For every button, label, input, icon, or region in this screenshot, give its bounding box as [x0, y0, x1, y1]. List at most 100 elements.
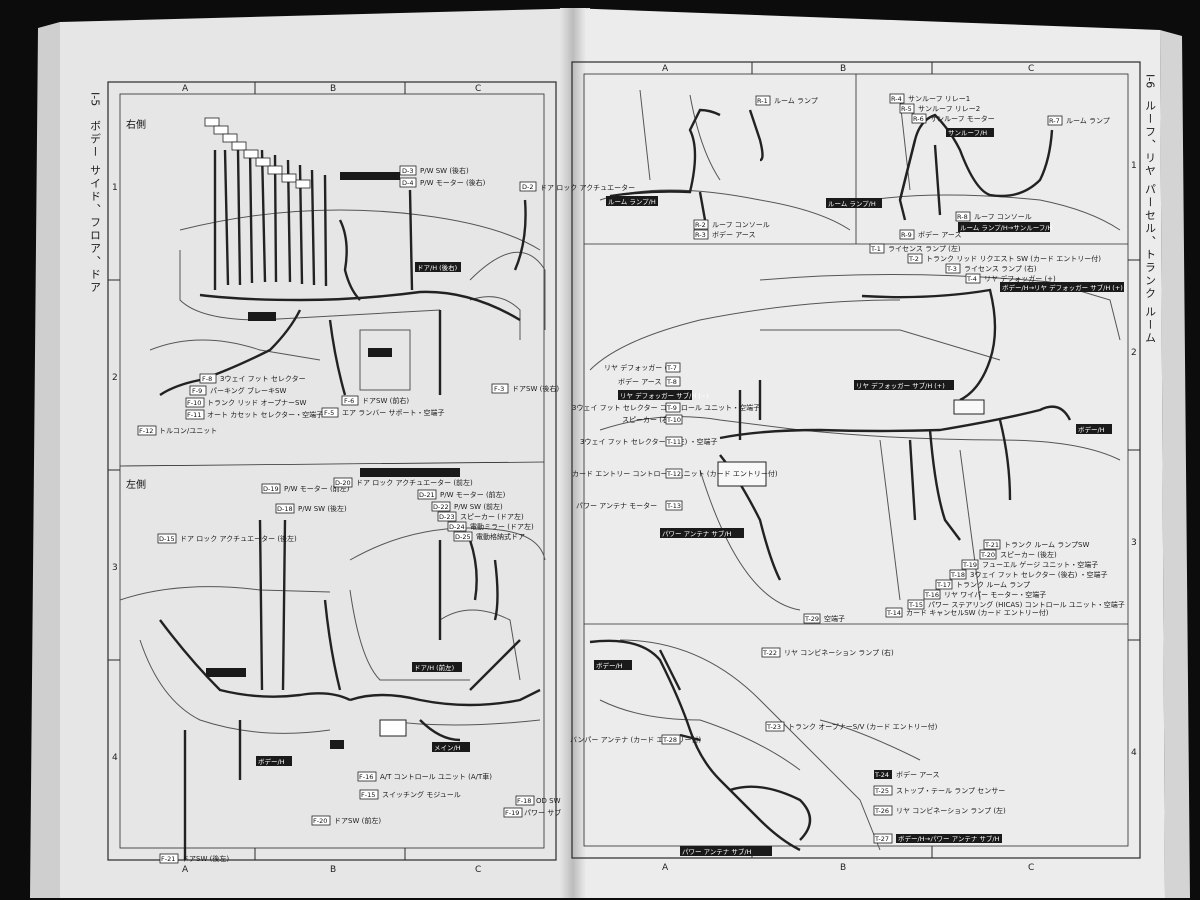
left-col-b-top: B [330, 84, 336, 94]
svg-text:F-5: F-5 [324, 409, 334, 417]
label-f20: F-20 ドアSW (前左) [311, 815, 381, 826]
label-t11: 3ウェイ フット セレクター (後左) ・空端子 T-11 [580, 436, 718, 447]
label-t8: ボデー アース T-8 [618, 376, 681, 387]
svg-text:リヤ デフォッガー (−): リヤ デフォッガー (−) [604, 363, 676, 372]
rear-drawing [589, 639, 921, 852]
svg-text:T-28: T-28 [662, 736, 677, 744]
right-grid-labels: A B C A B C 1 2 3 4 [662, 64, 1137, 873]
left-col-a-top: A [182, 84, 189, 94]
right-col-a-bottom: A [662, 863, 669, 873]
left-grid-labels: A B C A B C 1 2 3 4 [112, 84, 481, 875]
svg-text:OD SW: OD SW [536, 797, 561, 805]
left-col-c-bottom: C [475, 865, 481, 875]
left-row-1: 1 [112, 183, 118, 193]
label-r1: R-1 ルーム ランプ [755, 95, 818, 106]
svg-text:サンルーフ/H: サンルーフ/H [948, 129, 987, 137]
svg-text:ルーフ コンソール: ルーフ コンソール [974, 213, 1032, 221]
label-r8: R-8 ルーフ コンソール [955, 211, 1032, 222]
svg-text:ルーム ランプ/H: ルーム ランプ/H [608, 198, 656, 206]
trunk-drawing [589, 273, 1121, 611]
rear-labels: T-22 リヤ コンビネーション ランプ (右) T-23 トランク オープナー… [570, 647, 1006, 844]
svg-text:オート カセット セレクター・空端子: オート カセット セレクター・空端子 [207, 410, 323, 419]
roof-drawing-left [599, 89, 851, 231]
svg-text:リヤ デフォッガー サブ/H (+): リヤ デフォッガー サブ/H (+) [856, 381, 945, 390]
svg-text:R-1: R-1 [757, 97, 768, 105]
svg-text:サンルーフ リレー2: サンルーフ リレー2 [918, 105, 980, 113]
svg-text:T-26: T-26 [874, 807, 889, 815]
label-r5: R-5 サンルーフ リレー2 [899, 103, 980, 114]
label-t29: T-29 空端子 [803, 613, 845, 624]
label-t22: T-22 リヤ コンビネーション ランプ (右) [761, 647, 894, 658]
right-page-side-title: ルーフ、リヤ パーセル、トランク ルーム [1144, 100, 1157, 345]
svg-text:T-25: T-25 [874, 787, 889, 795]
label-t13: パワー アンテナ モーター T-13 [576, 500, 683, 511]
label-d23: D-23 スピーカー (ドア左) [437, 511, 524, 522]
section-right-side: 右側 [126, 118, 146, 131]
svg-text:D-4: D-4 [402, 179, 414, 187]
label-d2: D-2 ドア ロック アクチュエーター [519, 181, 635, 192]
left-col-c-top: C [475, 84, 481, 94]
label-t9: 3ウェイ フット セレクター コントロール ユニット・空端子 T-9 [572, 402, 760, 413]
right-page-code: I-6 [1144, 74, 1157, 88]
label-t3: T-3 ライセンス ランプ (右) [945, 263, 1037, 274]
svg-text:F-19: F-19 [505, 809, 519, 817]
svg-text:T-13: T-13 [666, 502, 681, 510]
svg-text:T-27: T-27 [874, 835, 889, 843]
right-side-tags: ドア/H (後右) [248, 262, 461, 357]
svg-text:D-2: D-2 [522, 183, 534, 191]
svg-text:T-22: T-22 [762, 649, 777, 657]
label-f8: F-8 3ウェイ フット セレクター [199, 373, 306, 384]
svg-text:ルーフ コンソール: ルーフ コンソール [712, 221, 770, 229]
svg-text:R-4: R-4 [891, 95, 902, 103]
svg-text:T-9: T-9 [666, 404, 677, 412]
label-f6: F-6 ドアSW (前右) [341, 395, 409, 406]
svg-text:ドア ロック アクチュエーター: ドア ロック アクチュエーター [540, 183, 635, 192]
label-t15: T-15 パワー ステアリング (HICAS) コントロール ユニット・空端子 [907, 599, 1125, 610]
svg-text:ボデー アース: ボデー アース [896, 770, 939, 779]
svg-text:R-9: R-9 [901, 231, 912, 239]
trunk-tags: ボデー/H→リヤ デフォッガー サブ/H (+) リヤ デフォッガー サブ/H … [618, 282, 1124, 538]
right-col-b-top: B [840, 64, 846, 74]
svg-text:トランク リッド オープナーSW: トランク リッド オープナーSW [207, 399, 306, 407]
label-d15: D-15 ドア ロック アクチュエーター (後左) [157, 533, 297, 544]
svg-text:T-14: T-14 [886, 609, 901, 617]
svg-text:D-24: D-24 [449, 523, 465, 531]
svg-text:リヤ ワイパー モーター・空端子: リヤ ワイパー モーター・空端子 [944, 590, 1046, 599]
right-col-c-top: C [1028, 64, 1034, 74]
svg-text:R-5: R-5 [901, 105, 912, 113]
left-page [60, 8, 590, 898]
svg-text:パワー アンテナ サブ/H: パワー アンテナ サブ/H [662, 529, 732, 538]
label-d22: D-22 P/W SW (前左) [431, 501, 503, 512]
svg-text:R-6: R-6 [913, 115, 924, 123]
svg-text:トルコン/ユニット: トルコン/ユニット [159, 427, 217, 435]
svg-text:ドアSW (前左): ドアSW (前左) [334, 816, 381, 825]
gutter-shadow [560, 8, 586, 898]
label-t1: T-1 ライセンス ランプ (左) [869, 243, 961, 254]
right-col-c-bottom: C [1028, 863, 1034, 873]
svg-text:トランク ルーム ランプSW: トランク ルーム ランプSW [1004, 541, 1089, 549]
svg-text:リヤ デフォッガー サブ/H (−): リヤ デフォッガー サブ/H (−) [620, 391, 709, 400]
roof-labels: R-1 ルーム ランプ R-2 ルーフ コンソール R-3 ボデー アース R-… [693, 93, 1110, 240]
right-side-labels: D-2 ドア ロック アクチュエーター D-3 P/W SW (後右) D-4 … [137, 165, 635, 436]
right-row-3: 3 [1131, 538, 1137, 548]
left-row-3: 3 [112, 563, 118, 573]
roof-drawing-right [869, 99, 1121, 231]
svg-text:ドア/H (前左): ドア/H (前左) [414, 663, 454, 672]
svg-text:T-7: T-7 [666, 364, 677, 372]
left-page-stack [30, 22, 60, 898]
label-f3: F-3 ドアSW (後右) [491, 383, 559, 394]
svg-text:P/W モーター (後右): P/W モーター (後右) [420, 178, 486, 187]
svg-text:D-21: D-21 [419, 491, 435, 499]
label-t18: T-18 3ウェイ フット セレクター (後右) ・空端子 [949, 569, 1108, 580]
svg-text:F-20: F-20 [313, 817, 327, 825]
label-f19: F-19 パワー サブ [503, 807, 561, 818]
svg-text:T-3: T-3 [946, 265, 957, 273]
right-col-a-top: A [662, 64, 669, 74]
svg-text:トランク リッド リクエスト SW (カード エントリー付): トランク リッド リクエスト SW (カード エントリー付) [926, 254, 1101, 263]
svg-text:ドアSW (後右): ドアSW (後右) [512, 384, 559, 393]
svg-text:R-3: R-3 [695, 231, 706, 239]
svg-text:D-3: D-3 [402, 167, 414, 175]
svg-text:パワー アンテナ モーター: パワー アンテナ モーター [576, 501, 657, 510]
svg-text:サンルーフ モーター: サンルーフ モーター [930, 114, 995, 123]
svg-text:ボデー/H→リヤ デフォッガー サブ/H (+): ボデー/H→リヤ デフォッガー サブ/H (+) [1002, 283, 1123, 292]
